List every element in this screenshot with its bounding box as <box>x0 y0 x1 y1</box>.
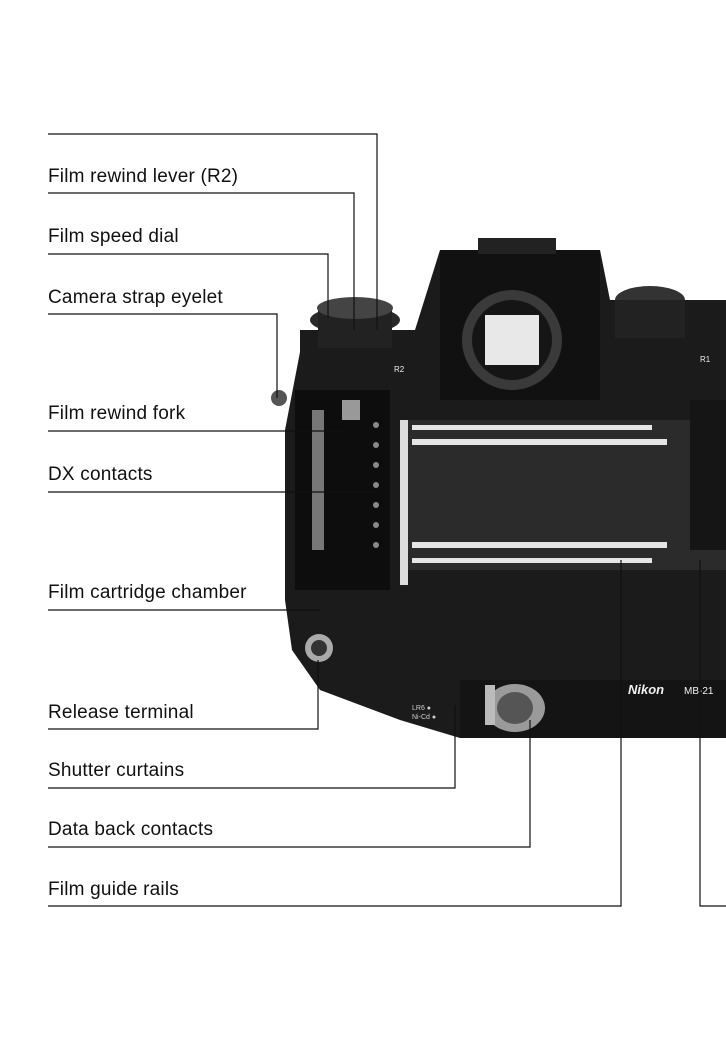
label-camera-strap-eyelet: Camera strap eyelet <box>48 287 223 309</box>
label-film-rewind-lever: Film rewind lever (R2) <box>48 166 238 188</box>
leader-film-rewind-lever <box>48 193 354 330</box>
label-release-terminal: Release terminal <box>48 702 194 724</box>
label-film-guide-rails: Film guide rails <box>48 879 179 901</box>
label-film-speed-dial: Film speed dial <box>48 226 179 248</box>
label-data-back-contacts: Data back contacts <box>48 819 213 841</box>
label-dx-contacts: DX contacts <box>48 464 153 486</box>
leader-camera-strap-eyelet <box>48 314 277 398</box>
label-film-cartridge-chamber: Film cartridge chamber <box>48 582 247 604</box>
label-shutter-curtains: Shutter curtains <box>48 760 184 782</box>
leader-right-unlabeled <box>700 560 726 906</box>
label-film-rewind-fork: Film rewind fork <box>48 403 185 425</box>
leader-film-guide-rails <box>48 560 621 906</box>
